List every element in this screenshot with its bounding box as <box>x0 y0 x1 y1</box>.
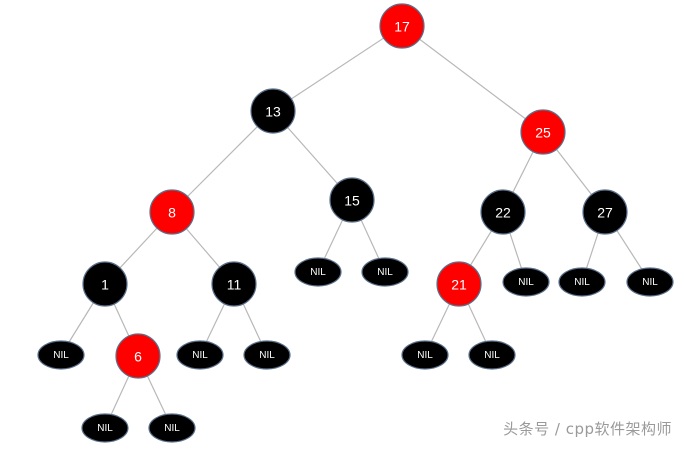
nil-node-shape <box>148 413 196 443</box>
tree-node-13: 13 <box>250 88 296 134</box>
nil-leaf-node: NIL <box>401 340 449 370</box>
nil-node-shape <box>626 267 674 297</box>
node-key-label: 25 <box>535 125 551 141</box>
nil-label: NIL <box>310 267 326 278</box>
tree-node-15: 15 <box>329 177 375 223</box>
nil-node-shape <box>81 413 129 443</box>
node-key-label: 11 <box>227 277 242 293</box>
node-key-label: 6 <box>134 349 142 365</box>
tree-node-11: 11 <box>211 261 257 307</box>
nil-leaf-node: NIL <box>37 340 85 370</box>
nil-leaf-node: NIL <box>294 257 342 287</box>
node-circle <box>250 88 296 134</box>
nil-leaf-node: NIL <box>81 413 129 443</box>
nil-label: NIL <box>377 267 393 278</box>
edge-n13-n8 <box>171 110 274 213</box>
nil-node-shape <box>37 340 85 370</box>
node-circle <box>520 109 566 155</box>
nil-label: NIL <box>259 350 275 361</box>
node-circle <box>480 189 526 235</box>
nil-leaf-node: NIL <box>243 340 291 370</box>
nil-label: NIL <box>97 423 113 434</box>
node-key-label: 1 <box>101 277 109 293</box>
nil-label: NIL <box>164 423 180 434</box>
edge-n17-n25 <box>401 25 544 133</box>
node-circle <box>582 189 628 235</box>
tree-node-6: 6 <box>115 333 161 379</box>
nil-label: NIL <box>484 350 500 361</box>
nil-label: NIL <box>518 277 534 288</box>
node-key-label: 15 <box>344 193 360 209</box>
nil-node-shape <box>176 340 224 370</box>
nil-node-shape <box>558 267 606 297</box>
nil-label: NIL <box>53 350 69 361</box>
tree-node-25: 25 <box>520 109 566 155</box>
edge-n17-n13 <box>272 25 403 112</box>
nil-label: NIL <box>574 277 590 288</box>
nil-node-shape <box>361 257 409 287</box>
tree-node-1: 1 <box>82 261 128 307</box>
node-circle <box>149 189 195 235</box>
node-circle <box>436 261 482 307</box>
nil-node-shape <box>401 340 449 370</box>
nil-leaf-node: NIL <box>468 340 516 370</box>
nil-leaf-node: NIL <box>626 267 674 297</box>
nil-node-shape <box>294 257 342 287</box>
watermark: 头条号 / cpp软件架构师 <box>503 420 672 438</box>
node-key-label: 13 <box>265 104 281 120</box>
tree-node-22: 22 <box>480 189 526 235</box>
nil-label: NIL <box>642 277 658 288</box>
node-circle <box>211 261 257 307</box>
nil-leaf-node: NIL <box>502 267 550 297</box>
nil-node-shape <box>468 340 516 370</box>
node-circle <box>115 333 161 379</box>
node-key-label: 8 <box>168 205 176 221</box>
tree-node-17: 17 <box>379 3 425 49</box>
nil-leaf-node: NIL <box>148 413 196 443</box>
node-key-label: 17 <box>394 19 410 35</box>
nil-label: NIL <box>192 350 208 361</box>
nil-label: NIL <box>417 350 433 361</box>
tree-node-21: 21 <box>436 261 482 307</box>
node-key-label: 27 <box>597 205 613 221</box>
tree-node-27: 27 <box>582 189 628 235</box>
node-circle <box>82 261 128 307</box>
nil-node-shape <box>243 340 291 370</box>
nil-leaf-node: NIL <box>361 257 409 287</box>
node-key-label: 21 <box>451 277 467 293</box>
node-key-label: 22 <box>495 205 511 221</box>
nil-leaf-node: NIL <box>558 267 606 297</box>
node-circle <box>379 3 425 49</box>
tree-node-8: 8 <box>149 189 195 235</box>
nil-node-shape <box>502 267 550 297</box>
nil-leaf-node: NIL <box>176 340 224 370</box>
node-circle <box>329 177 375 223</box>
